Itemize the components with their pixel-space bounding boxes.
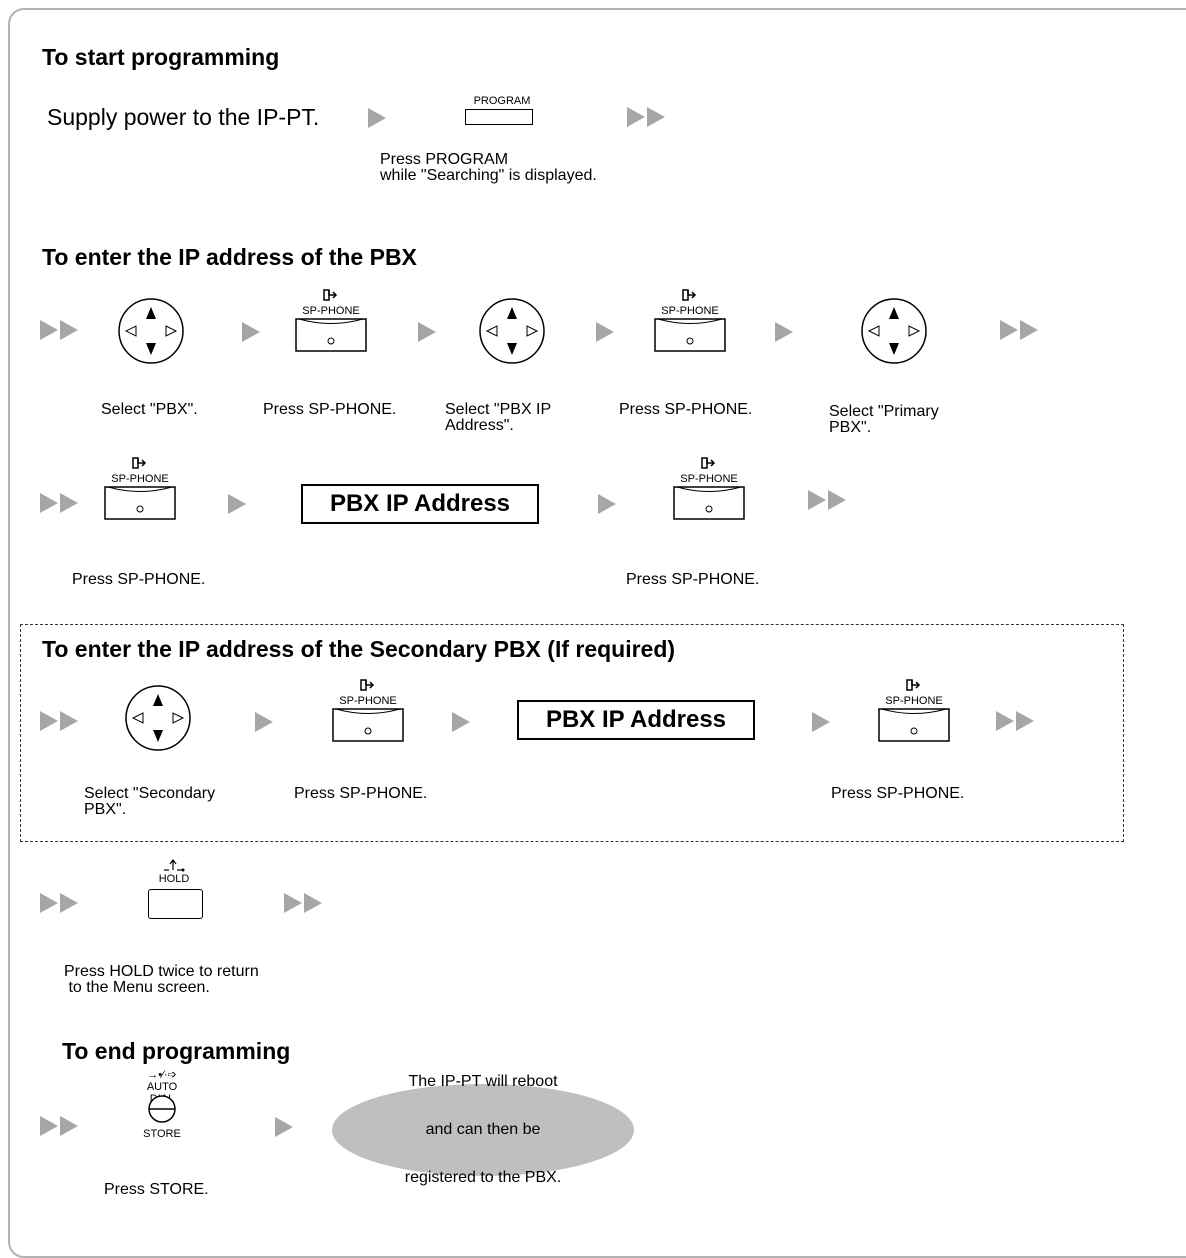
play-arrow-icon bbox=[596, 322, 614, 342]
reboot-message-line3: registered to the PBX. bbox=[404, 1169, 562, 1186]
speaker-icon bbox=[906, 679, 921, 691]
sp-phone-button[interactable] bbox=[295, 318, 367, 352]
speaker-icon bbox=[132, 457, 147, 469]
double-arrow-icon bbox=[40, 1116, 78, 1136]
auto-dial-store-icon: →•⁄·➩ bbox=[147, 1069, 177, 1081]
navigator-key-icon[interactable] bbox=[478, 297, 546, 365]
speaker-icon bbox=[360, 679, 375, 691]
sp-phone-button[interactable] bbox=[673, 486, 745, 520]
sp-phone-button[interactable] bbox=[878, 708, 950, 742]
speaker-icon bbox=[701, 457, 716, 469]
speaker-icon bbox=[323, 289, 338, 301]
caption-press-sp-phone: Press SP-PHONE. bbox=[263, 401, 397, 418]
double-arrow-icon bbox=[40, 493, 78, 513]
sp-phone-button[interactable] bbox=[104, 486, 176, 520]
heading-end-programming: To end programming bbox=[62, 1038, 291, 1064]
play-arrow-icon bbox=[228, 494, 246, 514]
play-arrow-icon bbox=[242, 322, 260, 342]
caption-select-primary-line1: Select "Primary bbox=[829, 403, 939, 420]
sp-phone-button[interactable] bbox=[654, 318, 726, 352]
play-arrow-icon bbox=[812, 712, 830, 732]
caption-press-sp-phone: Press SP-PHONE. bbox=[72, 571, 206, 588]
double-arrow-icon bbox=[40, 711, 78, 731]
caption-press-hold-line1: Press HOLD twice to return bbox=[64, 963, 259, 980]
pbx-ip-address-field[interactable]: PBX IP Address bbox=[301, 484, 539, 524]
sp-phone-key-label: SP-PHONE bbox=[661, 305, 719, 317]
program-button[interactable] bbox=[465, 109, 533, 125]
sp-phone-key-label: SP-PHONE bbox=[302, 305, 360, 317]
caption-press-sp-phone: Press SP-PHONE. bbox=[626, 571, 760, 588]
caption-select-secondary-line1: Select "Secondary bbox=[84, 785, 216, 802]
double-arrow-icon bbox=[40, 320, 78, 340]
store-key-label: STORE bbox=[143, 1128, 181, 1140]
double-arrow-icon bbox=[1000, 320, 1038, 340]
double-arrow-icon bbox=[808, 490, 846, 510]
double-arrow-icon bbox=[996, 711, 1034, 731]
heading-start-programming: To start programming bbox=[42, 44, 280, 70]
navigator-key-icon[interactable] bbox=[860, 297, 928, 365]
sp-phone-key-label: SP-PHONE bbox=[680, 473, 738, 485]
play-arrow-icon bbox=[418, 322, 436, 342]
caption-select-pbx-ip-line2: Address". bbox=[445, 417, 514, 434]
hold-icon bbox=[164, 859, 185, 872]
heading-enter-secondary-ip: To enter the IP address of the Secondary… bbox=[42, 636, 676, 662]
caption-select-secondary-line2: PBX". bbox=[84, 801, 127, 818]
navigator-key-icon[interactable] bbox=[117, 297, 185, 365]
reboot-message-line2: and can then be bbox=[425, 1121, 541, 1138]
caption-press-hold-line2: to the Menu screen. bbox=[64, 979, 210, 996]
play-arrow-icon bbox=[598, 494, 616, 514]
hold-key-label: HOLD bbox=[158, 873, 190, 885]
caption-press-sp-phone: Press SP-PHONE. bbox=[831, 785, 965, 802]
play-arrow-icon bbox=[368, 108, 386, 128]
play-arrow-icon bbox=[275, 1117, 293, 1137]
heading-enter-ip-address: To enter the IP address of the PBX bbox=[42, 244, 417, 270]
caption-press-sp-phone: Press SP-PHONE. bbox=[619, 401, 753, 418]
play-arrow-icon bbox=[775, 322, 793, 342]
program-caption-line2: while "Searching" is displayed. bbox=[380, 167, 597, 184]
double-arrow-icon bbox=[40, 893, 78, 913]
caption-select-pbx: Select "PBX". bbox=[101, 401, 198, 418]
double-arrow-icon bbox=[284, 893, 322, 913]
secondary-pbx-section bbox=[20, 624, 1124, 842]
caption-press-sp-phone: Press SP-PHONE. bbox=[294, 785, 428, 802]
program-caption-line1: Press PROGRAM bbox=[380, 151, 509, 168]
caption-select-primary-line2: PBX". bbox=[829, 419, 872, 436]
program-key-label: PROGRAM bbox=[473, 95, 531, 107]
play-arrow-icon bbox=[255, 712, 273, 732]
supply-power-text: Supply power to the IP-PT. bbox=[47, 104, 320, 130]
play-arrow-icon bbox=[452, 712, 470, 732]
reboot-message-bubble: The IP-PT will reboot and can then be re… bbox=[332, 1074, 634, 1186]
caption-press-store: Press STORE. bbox=[104, 1181, 209, 1198]
hold-button[interactable] bbox=[148, 889, 203, 919]
reboot-message-line1: The IP-PT will reboot bbox=[408, 1073, 558, 1090]
secondary-pbx-ip-address-field[interactable]: PBX IP Address bbox=[517, 700, 755, 740]
caption-select-pbx-ip-line1: Select "PBX IP bbox=[445, 401, 552, 418]
double-arrow-icon bbox=[627, 107, 665, 127]
sp-phone-key-label: SP-PHONE bbox=[111, 473, 169, 485]
speaker-icon bbox=[682, 289, 697, 301]
sp-phone-key-label: SP-PHONE bbox=[339, 695, 397, 707]
auto-dial-store-button[interactable] bbox=[147, 1094, 177, 1124]
navigator-key-icon[interactable] bbox=[124, 684, 192, 752]
sp-phone-key-label: SP-PHONE bbox=[885, 695, 943, 707]
sp-phone-button[interactable] bbox=[332, 708, 404, 742]
